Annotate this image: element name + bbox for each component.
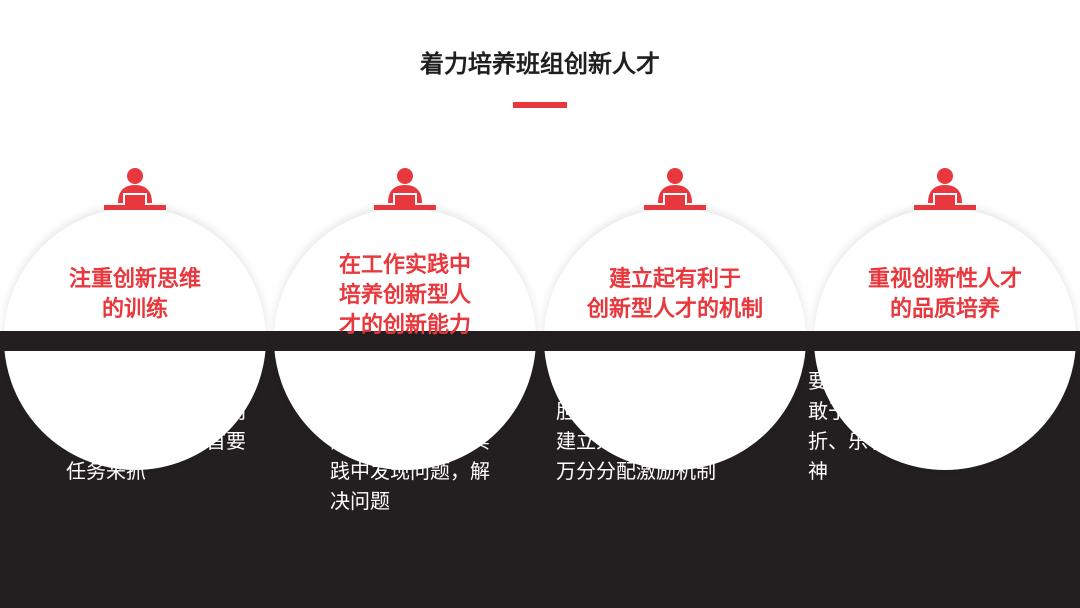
body-line: 动员和组织创新型 xyxy=(330,369,490,393)
column-3: 建立起有利于 创新型人才的机制 更新人才观念，大 胆使用创新型人才， 建立人才培… xyxy=(540,0,810,608)
column-body: 要培养创新性人才 敢于冒险、不畏挫 折、乐于奉献的精 神 xyxy=(808,366,968,486)
heading-line: 的品质培养 xyxy=(889,297,1000,322)
column-4: 重视创新性人才 的品质培养 要培养创新性人才 敢于冒险、不畏挫 折、乐于奉献的精… xyxy=(808,0,1080,608)
column-heading: 重视创新性人才 的品质培养 xyxy=(830,265,1060,325)
column-body: 更新人才观念，大 胆使用创新型人才， 建立人才培养机制， 万分分配激励机制 xyxy=(556,366,736,486)
dome-base xyxy=(270,331,540,351)
body-line: 要培养创新性人才 xyxy=(808,369,968,393)
dome-base xyxy=(810,331,1080,351)
body-line: 班组要把培养创新性 xyxy=(66,369,246,393)
column-1: 注重创新思维 的训练 班组要把培养创新性 人才的创新意识和创 新思维方式作为首要… xyxy=(0,0,270,608)
column-heading: 在工作实践中 培养创新型人 才的创新能力 xyxy=(290,251,520,341)
heading-line: 的训练 xyxy=(101,297,168,322)
body-line: 践中发现问题，解 xyxy=(330,459,490,483)
column-heading: 建立起有利于 创新型人才的机制 xyxy=(560,265,790,325)
body-line: 建立人才培养机制， xyxy=(556,429,736,453)
person-at-desk-icon xyxy=(644,168,706,210)
heading-line: 创新型人才的机制 xyxy=(586,297,763,322)
body-line: 新思维方式作为首要 xyxy=(66,429,246,453)
title-underline xyxy=(513,102,567,108)
heading-line: 注重创新思维 xyxy=(68,267,201,292)
person-at-desk-icon xyxy=(374,168,436,210)
dome-base xyxy=(540,331,810,351)
person-at-desk-icon xyxy=(914,168,976,210)
column-2: 在工作实践中 培养创新型人 才的创新能力 动员和组织创新型 人才到生产、管理 的… xyxy=(270,0,540,608)
page-title: 着力培养班组创新人才 xyxy=(420,50,660,78)
person-at-desk-icon xyxy=(104,168,166,210)
heading-line: 重视创新性人才 xyxy=(867,267,1022,292)
heading-line: 才的创新能力 xyxy=(338,313,471,338)
heading-line: 建立起有利于 xyxy=(608,267,741,292)
body-line: 决问题 xyxy=(330,489,390,513)
column-body: 动员和组织创新型 人才到生产、管理 的实践中去，在实 践中发现问题，解 决问题 xyxy=(330,366,490,516)
body-line: 人才的创新意识和创 xyxy=(66,399,246,423)
body-line: 神 xyxy=(808,459,828,483)
body-line: 任务来抓 xyxy=(66,459,146,483)
dome-base xyxy=(0,331,270,351)
body-line: 更新人才观念，大 xyxy=(556,369,716,393)
body-line: 万分分配激励机制 xyxy=(556,459,716,483)
heading-line: 在工作实践中 xyxy=(338,253,471,278)
body-line: 胆使用创新型人才， xyxy=(556,399,736,423)
heading-line: 培养创新型人 xyxy=(338,283,471,308)
body-line: 敢于冒险、不畏挫 xyxy=(808,399,968,423)
body-line: 人才到生产、管理 xyxy=(330,399,490,423)
column-body: 班组要把培养创新性 人才的创新意识和创 新思维方式作为首要 任务来抓 xyxy=(66,366,246,486)
column-heading: 注重创新思维 的训练 xyxy=(20,265,250,325)
body-line: 折、乐于奉献的精 xyxy=(808,429,968,453)
body-line: 的实践中去，在实 xyxy=(330,429,490,453)
